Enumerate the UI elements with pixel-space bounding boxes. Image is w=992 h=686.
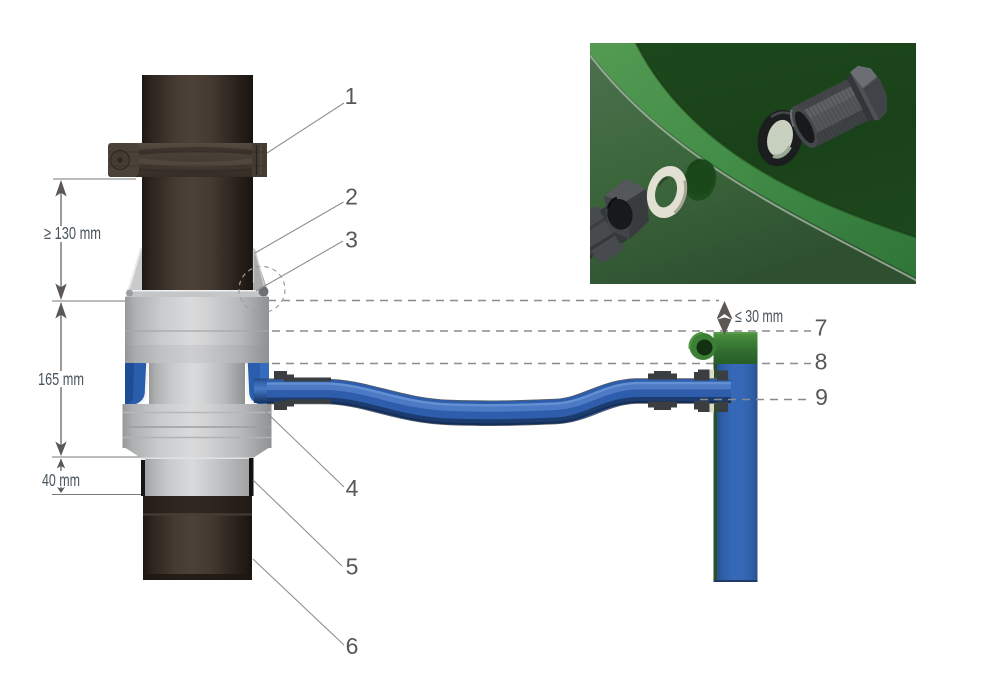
svg-text:7: 7 (815, 315, 828, 341)
svg-text:8: 8 (815, 349, 828, 375)
svg-text:2: 2 (345, 184, 358, 210)
svg-text:165 mm: 165 mm (38, 369, 84, 389)
svg-text:9: 9 (815, 384, 828, 410)
svg-text:5: 5 (346, 554, 359, 580)
svg-text:40 mm: 40 mm (42, 470, 80, 490)
svg-text:≥ 130 mm: ≥ 130 mm (44, 223, 101, 243)
svg-text:≤ 30 mm: ≤ 30 mm (735, 306, 783, 326)
svg-text:6: 6 (346, 633, 359, 659)
svg-text:1: 1 (345, 83, 358, 109)
svg-text:4: 4 (346, 475, 359, 501)
svg-text:3: 3 (345, 227, 358, 253)
